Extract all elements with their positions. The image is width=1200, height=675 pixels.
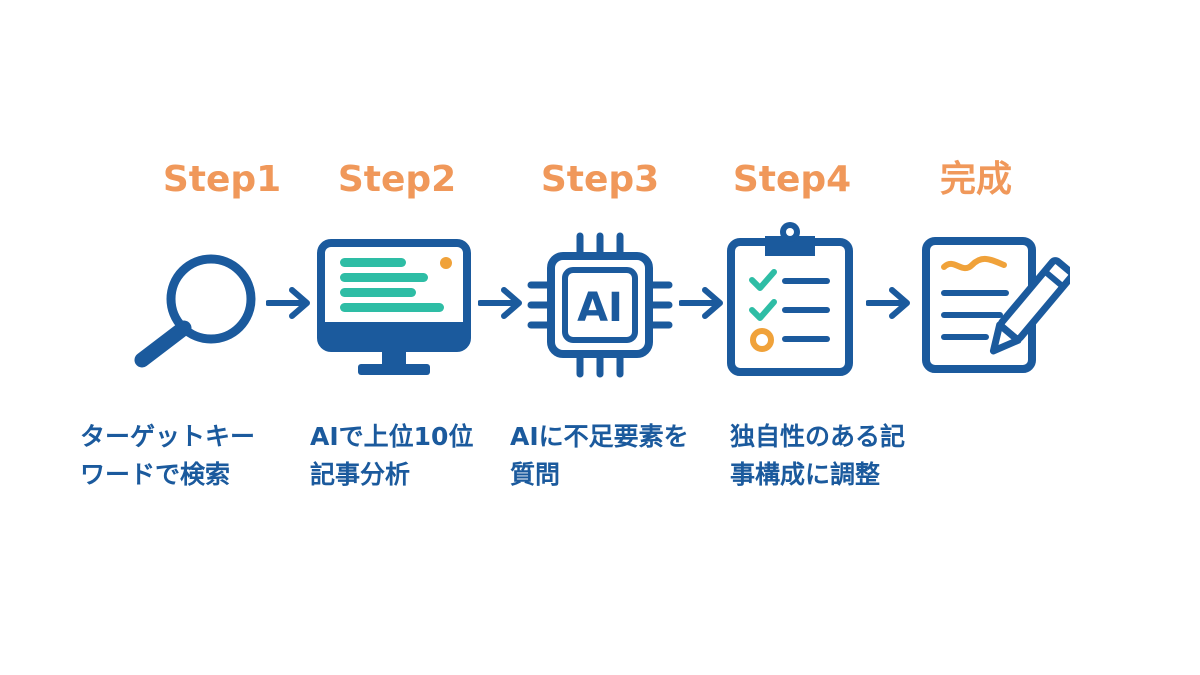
arrow-right-icon	[679, 287, 723, 319]
step2-title: Step2	[337, 159, 457, 200]
magnifier-icon	[134, 254, 256, 368]
document-pencil-icon	[922, 237, 1070, 373]
step2-description: AIで上位10位 記事分析	[310, 422, 474, 489]
ai-chip-label: AI	[577, 285, 623, 331]
ai-chip-icon: AI	[527, 232, 673, 378]
monitor-icon	[317, 239, 471, 375]
step4-title: Step4	[732, 159, 852, 200]
step3-title: Step3	[540, 159, 660, 200]
step3-description: AIに不足要素を 質問	[510, 422, 689, 489]
arrow-right-icon	[866, 287, 910, 319]
checklist-clipboard-icon	[727, 222, 853, 376]
arrow-right-icon	[478, 287, 522, 319]
step4-description: 独自性のある記 事構成に調整	[730, 422, 906, 489]
step1-title: Step1	[162, 159, 282, 200]
complete-title: 完成	[939, 159, 1013, 200]
step1-description: ターゲットキー ワードで検索	[80, 422, 256, 489]
arrow-right-icon	[266, 287, 310, 319]
